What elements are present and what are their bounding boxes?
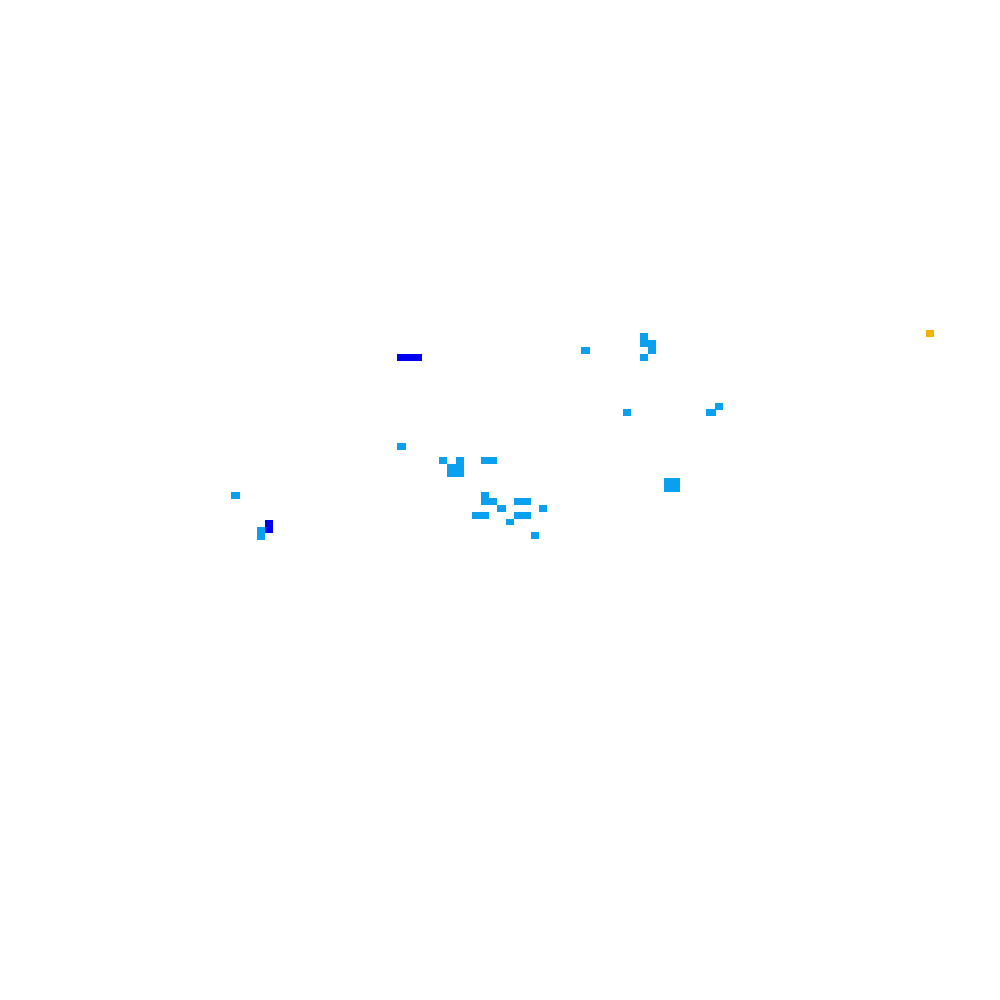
pixel-block-light-blue (481, 498, 497, 505)
pixel-block-light-blue (447, 464, 464, 477)
pixel-block-light-blue (539, 505, 547, 512)
pixel-block-light-blue (514, 498, 531, 505)
pixel-block-dark-blue (265, 527, 273, 533)
pixel-block-light-blue (531, 532, 539, 539)
pixel-block-light-blue (514, 512, 531, 519)
pixel-block-light-blue (506, 519, 514, 525)
pixel-block-light-blue (715, 403, 723, 410)
pixel-block-light-blue (481, 492, 489, 498)
pixel-block-light-blue (257, 527, 265, 533)
pixel-block-light-blue (439, 457, 447, 464)
pixel-block-dark-blue (265, 520, 273, 527)
pixel-block-light-blue (481, 457, 497, 464)
pixel-block-light-blue (648, 347, 656, 354)
pixel-block-light-blue (640, 340, 656, 347)
pixel-block-yellow (926, 330, 934, 337)
pixel-marks (231, 330, 934, 540)
pixel-block-light-blue (397, 443, 406, 450)
pixel-block-light-blue (456, 457, 464, 464)
pixel-block-light-blue (581, 347, 590, 354)
pixel-block-light-blue (472, 512, 489, 519)
pixel-block-dark-blue (397, 354, 422, 361)
pixel-block-light-blue (640, 354, 648, 361)
pixel-block-light-blue (497, 505, 506, 512)
pixel-block-light-blue (623, 409, 631, 416)
pixel-block-light-blue (664, 478, 680, 492)
pixel-block-light-blue (257, 533, 265, 540)
pixel-block-light-blue (640, 333, 648, 340)
pixel-block-light-blue (706, 409, 716, 416)
pixel-block-light-blue (231, 492, 240, 499)
